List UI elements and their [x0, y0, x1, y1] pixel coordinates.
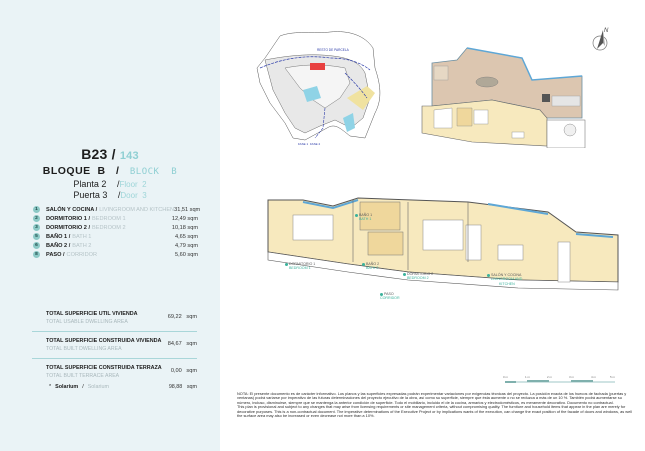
block-en: BLOCK B: [129, 167, 178, 177]
room-name-en: CORRIDOR: [66, 251, 98, 258]
svg-text:4 m: 4 m: [591, 375, 597, 379]
room-row: 2 DORMITORIO 1 / BEDROOM 1 12,49 sqm: [33, 214, 198, 223]
room-area: 4,79 sqm: [174, 242, 198, 249]
disclaimer-note: NOTA: El presente documento es de caráct…: [237, 391, 637, 419]
total-label-es: TOTAL SUPERFICIE CONSTRUIDA TERRAZA: [46, 365, 162, 371]
room-name-en: BEDROOM 2: [92, 224, 126, 231]
room-area: 4,65 sqm: [174, 233, 198, 240]
svg-text:2 m: 2 m: [547, 375, 553, 379]
door-es: Puerta 3: [73, 190, 108, 200]
block-label: BLOQUE B / BLOCK B: [42, 165, 178, 177]
unit-code: B23: [81, 146, 108, 162]
room-area: 31,51 sqm: [174, 206, 201, 213]
unit-number: 143: [119, 150, 139, 162]
floor-label: Planta 2 /Floor 2: [73, 179, 147, 189]
svg-text:N: N: [604, 28, 609, 34]
total-usable-area: TOTAL SUPERFICIE UTIL VIVIENDA TOTAL USA…: [32, 305, 197, 331]
room-name-es: SALÓN Y COCINA /: [46, 206, 98, 213]
total-value: 69,22 sqm: [167, 314, 197, 320]
room-list: 1 SALÓN Y COCINA / LIVINGROOM AND KITCHE…: [33, 205, 201, 260]
terrace-plan: [421, 47, 586, 148]
block-es: BLOQUE B: [42, 165, 106, 177]
svg-text:1 m: 1 m: [525, 375, 531, 379]
total-label-en: TOTAL BUILT TERRACE AREA: [46, 373, 120, 379]
scale-bar: 0 m 1 m 2 m 3 m 4 m 5 m: [503, 375, 616, 383]
solarium-es: Solarium: [55, 384, 79, 390]
total-label-es: TOTAL SUPERFICIE UTIL VIVIENDA: [46, 311, 138, 317]
site-plan: RESTO DE PARCELA FASE 1 FASE 2: [256, 31, 381, 146]
disclaimer-es: NOTA: El presente documento es de caráct…: [237, 391, 627, 405]
room-row: 3 DORMITORIO 2 / BEDROOM 2 10,18 sqm: [33, 223, 198, 232]
room-badge: 2: [33, 215, 40, 223]
floor-en: Floor 2: [119, 180, 147, 189]
total-label-en: TOTAL BUILT DWELLING AREA: [46, 346, 122, 352]
area-totals: TOTAL SUPERFICIE UTIL VIVIENDA TOTAL USA…: [32, 305, 197, 396]
solarium-value: 98,88 sqm: [168, 384, 197, 390]
room-name-en: BATH 1: [72, 233, 92, 240]
floor-es: Planta 2: [73, 179, 107, 189]
unit-separator: /: [111, 146, 116, 162]
total-label-es: TOTAL SUPERFICIE CONSTRUIDA VIVIENDA: [46, 338, 162, 344]
room-name-es: DORMITORIO 2 /: [46, 224, 91, 231]
north-compass-icon: N: [592, 28, 609, 51]
room-area: 5,60 sqm: [174, 251, 198, 258]
room-name-es: BAÑO 2 /: [46, 242, 71, 249]
room-name-es: BAÑO 1 /: [46, 233, 71, 240]
svg-text:0 m: 0 m: [503, 375, 509, 379]
room-name-es: PASO /: [46, 251, 65, 258]
room-name-en: LIVINGROOM AND KITCHEN: [99, 206, 175, 213]
room-area: 10,18 sqm: [171, 224, 198, 231]
svg-text:3 m: 3 m: [569, 375, 575, 379]
room-name-es: DORMITORIO 1 /: [46, 215, 91, 222]
total-built-area: TOTAL SUPERFICIE CONSTRUIDA VIVIENDA TOT…: [32, 331, 197, 358]
total-value: 84,67 sqm: [167, 341, 197, 347]
room-badge: 6: [33, 242, 40, 250]
room-name-en: BATH 2: [72, 242, 92, 249]
svg-text:FASE 2: FASE 2: [310, 142, 321, 146]
site-plan-title: RESTO DE PARCELA: [317, 48, 350, 52]
room-row: 1 SALÓN Y COCINA / LIVINGROOM AND KITCHE…: [33, 205, 201, 214]
door-en: Door 3: [120, 191, 147, 200]
room-badge: 3: [33, 224, 40, 232]
svg-text:FASE 1: FASE 1: [298, 142, 309, 146]
svg-text:5 m: 5 m: [610, 375, 616, 379]
room-row: 8 PASO / CORRIDOR 5,60 sqm: [33, 250, 198, 259]
total-label-en: TOTAL USABLE DWELLING AREA: [46, 319, 128, 325]
room-name-en: BEDROOM 1: [92, 215, 126, 222]
room-row: 5 BAÑO 1 / BATH 1 4,65 sqm: [33, 232, 198, 241]
room-badge: 1: [33, 206, 40, 213]
total-value: 0,00 sqm: [170, 368, 197, 374]
total-terrace-area: TOTAL SUPERFICIE CONSTRUIDA TERRAZA TOTA…: [32, 358, 197, 396]
room-row: 6 BAÑO 2 / BATH 2 4,79 sqm: [33, 241, 198, 250]
room-badge: 5: [33, 233, 40, 241]
solarium-row: * Solarium / Solarium 98,88 sqm: [49, 384, 197, 390]
floor-plan: [267, 197, 619, 291]
disclaimer-en: This plan is provisional and subject to …: [237, 404, 632, 419]
room-badge: 8: [33, 251, 40, 259]
room-area: 12,49 sqm: [171, 215, 198, 222]
door-label: Puerta 3 /Door 3: [73, 190, 147, 200]
unit-title: B23 / 143: [0, 146, 220, 162]
solarium-en: Solarium: [87, 384, 109, 390]
